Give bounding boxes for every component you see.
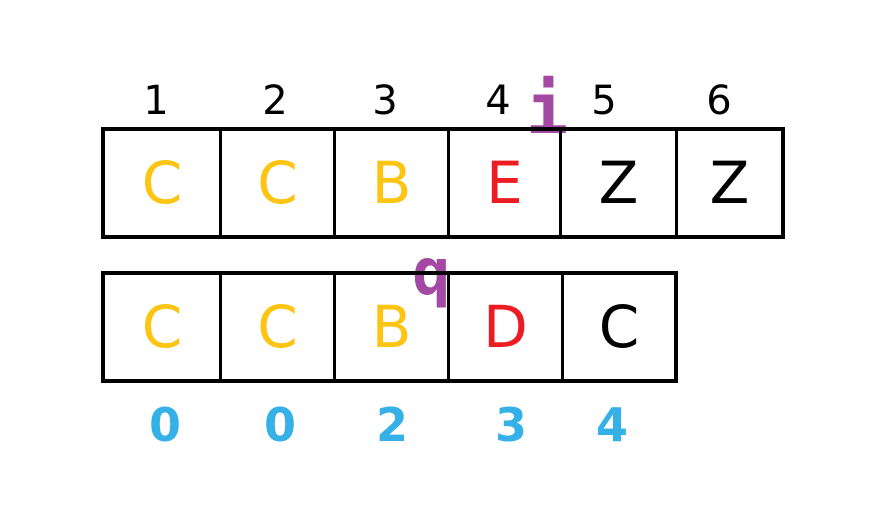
pattern-cell: C [222, 275, 336, 379]
failure-value: 3 [494, 398, 527, 452]
text-cell: E [450, 131, 562, 235]
pattern-cell: C [105, 275, 222, 379]
text-index-1: 1 [143, 78, 169, 124]
failure-value: 0 [148, 398, 181, 452]
text-cell: Z [562, 131, 678, 235]
pattern-array: C C B D C [101, 271, 678, 383]
failure-value: 2 [375, 398, 408, 452]
text-cell: Z [709, 149, 750, 217]
text-array: C C B E Z Z [101, 127, 785, 239]
pattern-cell: B [336, 275, 450, 379]
text-cell: C [222, 131, 336, 235]
text-cell: B [336, 131, 450, 235]
text-index-4: 4 [485, 78, 511, 124]
text-index-5: 5 [591, 78, 617, 124]
failure-value: 0 [263, 398, 296, 452]
text-index-6: 6 [706, 78, 732, 124]
text-cell: C [105, 131, 222, 235]
pattern-cell: D [450, 275, 564, 379]
text-index-3: 3 [372, 78, 398, 124]
pattern-cell: C [598, 293, 640, 361]
text-index-2: 2 [262, 78, 288, 124]
failure-value: 4 [595, 398, 628, 452]
